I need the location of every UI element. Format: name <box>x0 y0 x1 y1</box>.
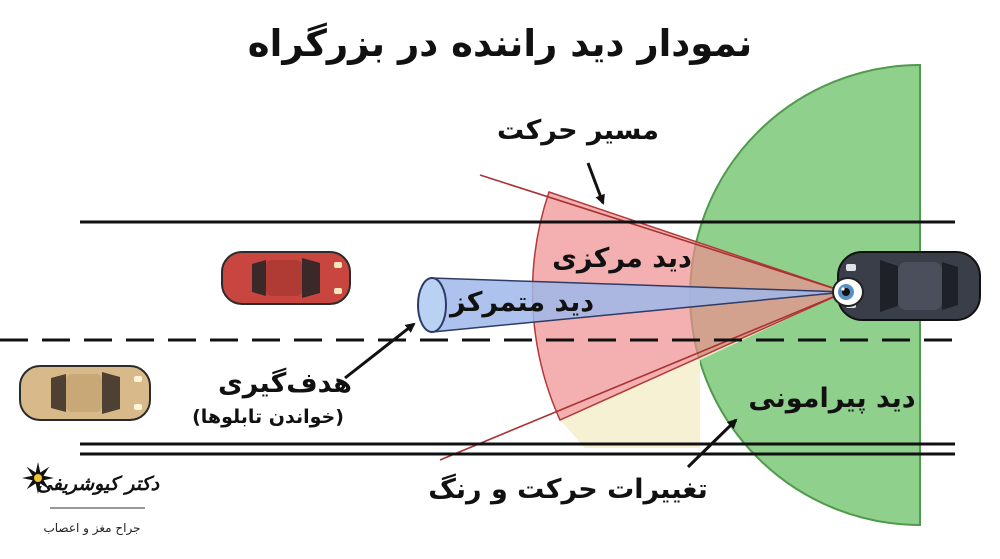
label-targeting: هدف‌گیری <box>218 367 352 399</box>
label-focused-vision: دید متمرکز <box>448 287 594 318</box>
logo-subtitle: جراح مغز و اعصاب <box>43 521 140 536</box>
page-title: نمودار دید راننده در بزرگراه <box>248 22 752 65</box>
motion-path-line <box>479 174 846 293</box>
targeting-arrow <box>344 322 416 380</box>
label-central-vision: دید مرکزی <box>552 243 692 274</box>
eye-icon <box>832 277 864 307</box>
beige-car-icon <box>19 365 151 421</box>
label-peripheral-vision: دید پیرامونی <box>748 383 915 414</box>
motion-color-arrow <box>686 418 738 469</box>
black-car-icon <box>837 251 981 321</box>
label-targeting-note: (خواندن تابلوها) <box>192 406 344 428</box>
motion-path-arrow <box>586 162 605 205</box>
peripheral-lower-line <box>439 291 846 461</box>
label-motion-color-changes: تغییرات حرکت و رنگ <box>428 473 707 505</box>
red-car-icon <box>221 251 351 305</box>
logo: دکتر کیوشریفی جراح مغز و اعصاب <box>22 462 160 536</box>
logo-name: دکتر کیوشریفی <box>37 473 160 495</box>
label-motion-path: مسیر حرکت <box>497 115 659 146</box>
focused-vision-target <box>417 277 447 333</box>
motion-change-zone <box>560 292 845 448</box>
